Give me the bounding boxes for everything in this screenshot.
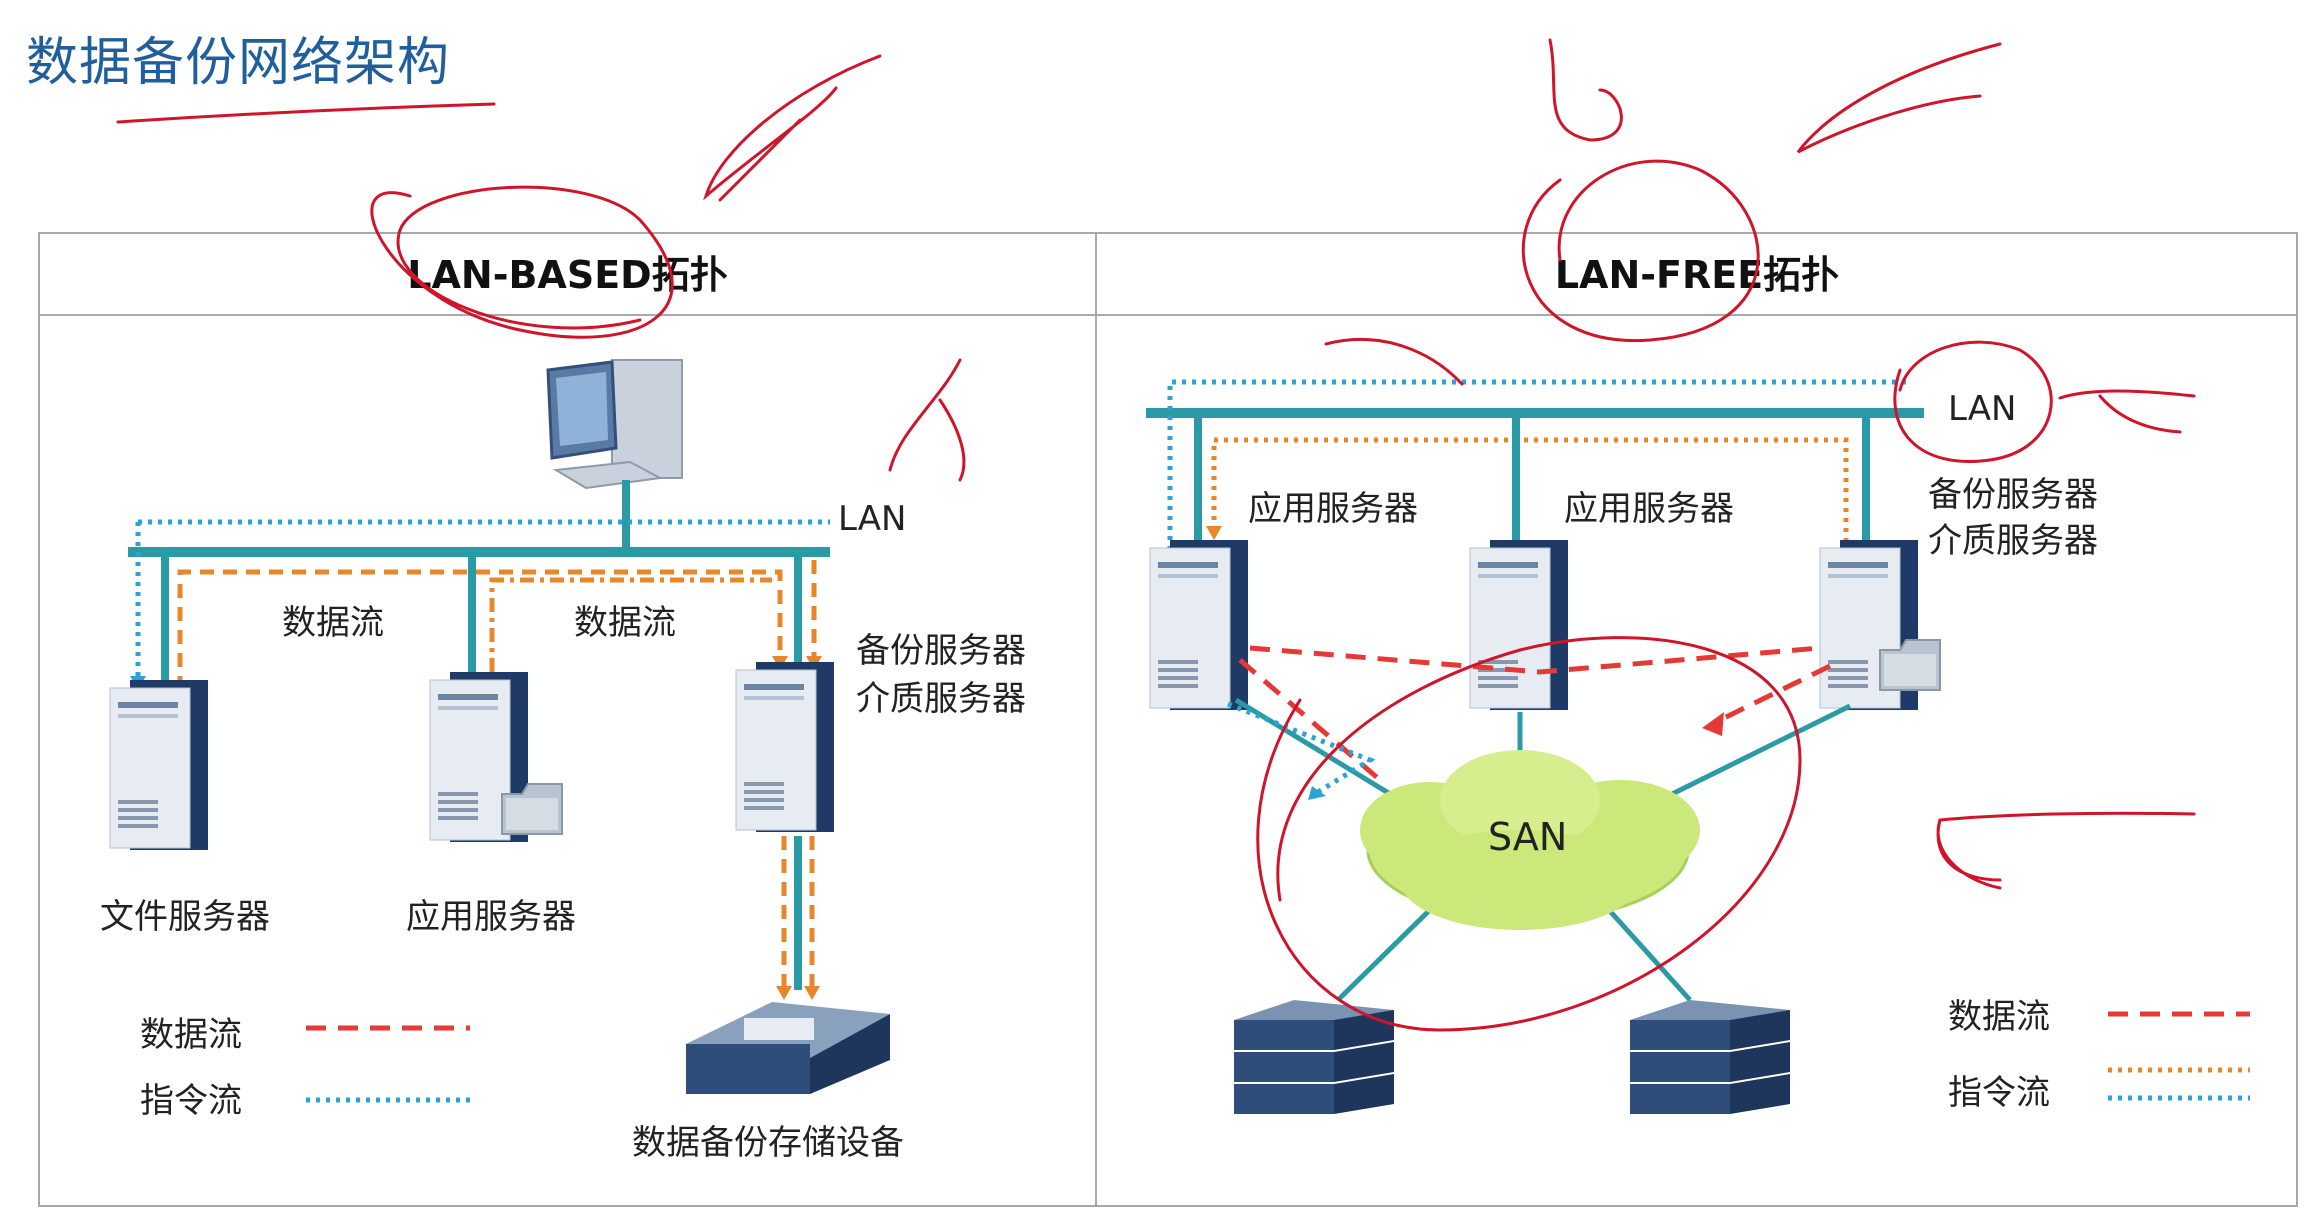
lan-based-tick-mark [888, 358, 966, 482]
lan-free-lan-label: LAN [1948, 389, 2016, 429]
app-server-2-icon [1469, 539, 1569, 711]
lan-based-arrow-mark [703, 54, 882, 202]
lan-based-header: LAN-BASED拓扑 [407, 253, 728, 297]
file-server-icon [109, 679, 209, 851]
page-title: 数据备份网络架构 [26, 33, 451, 93]
lan-free-topology: LAN 应用服务器 应用服务器 备份服务器 介质服务器 SAN [1146, 379, 2250, 1135]
file-server-label: 文件服务器 [100, 897, 270, 937]
desktop-computer-icon [546, 359, 683, 490]
column-divider [1095, 232, 1097, 1207]
backup-server-label-2: 介质服务器 [856, 679, 1026, 719]
diagram-frame [38, 232, 2298, 1207]
lan-free-backup-label-1: 备份服务器 [1928, 475, 2098, 515]
lan-free-header: LAN-FREE拓扑 [1554, 253, 1840, 297]
header-separator [38, 314, 2298, 316]
raid-1-label: RAID [1260, 1114, 1303, 1135]
san-arrow-mark [1936, 811, 2196, 890]
lan-based-circle-mark [370, 185, 674, 339]
raid-2-icon [1630, 1000, 1790, 1114]
backup-server-label-1: 备份服务器 [856, 631, 1026, 671]
raid-2-label: RAID [1656, 1114, 1699, 1135]
app-server-1-label: 应用服务器 [1248, 489, 1418, 529]
lan-free-circle-mark [1521, 159, 1760, 343]
lan-arrow-mark [2058, 389, 2196, 434]
lan-based-topology: LAN 数据流 数据流 备份服务器 介质服务器 文件服务器 应用服务器 [100, 359, 1026, 1163]
legend-data-label: 数据流 [140, 1015, 242, 1055]
lan-free-arrow-mark [1796, 42, 2002, 154]
backup-server-icon [735, 661, 835, 833]
legend-command-label: 指令流 [140, 1081, 242, 1121]
app-server-label: 应用服务器 [406, 897, 576, 937]
lan-free-stroke-mark [1324, 337, 1464, 386]
san-cloud-icon [1360, 750, 1700, 930]
storage-label: 数据备份存储设备 [632, 1123, 904, 1163]
app-server-2-label: 应用服务器 [1564, 489, 1734, 529]
flow-label-2: 数据流 [574, 603, 676, 643]
lan-free-legend-data-label: 数据流 [1948, 997, 2050, 1037]
flow-label-1: 数据流 [282, 603, 384, 643]
handwritten-annotations [116, 38, 2196, 1032]
san-circle-mark [1256, 636, 1802, 1032]
title-underline-mark [116, 102, 496, 124]
lan-free-backup-label-2: 介质服务器 [1928, 521, 2098, 561]
lan-free-legend-command-label: 指令流 [1948, 1073, 2050, 1113]
storage-device-icon [686, 1002, 890, 1094]
lan-circle-mark [1893, 340, 2053, 463]
app-server-1-icon [1149, 539, 1249, 711]
san-label: SAN [1488, 815, 1567, 859]
lan-free-scribble-mark [1548, 38, 1623, 142]
lan-label: LAN [838, 499, 906, 539]
